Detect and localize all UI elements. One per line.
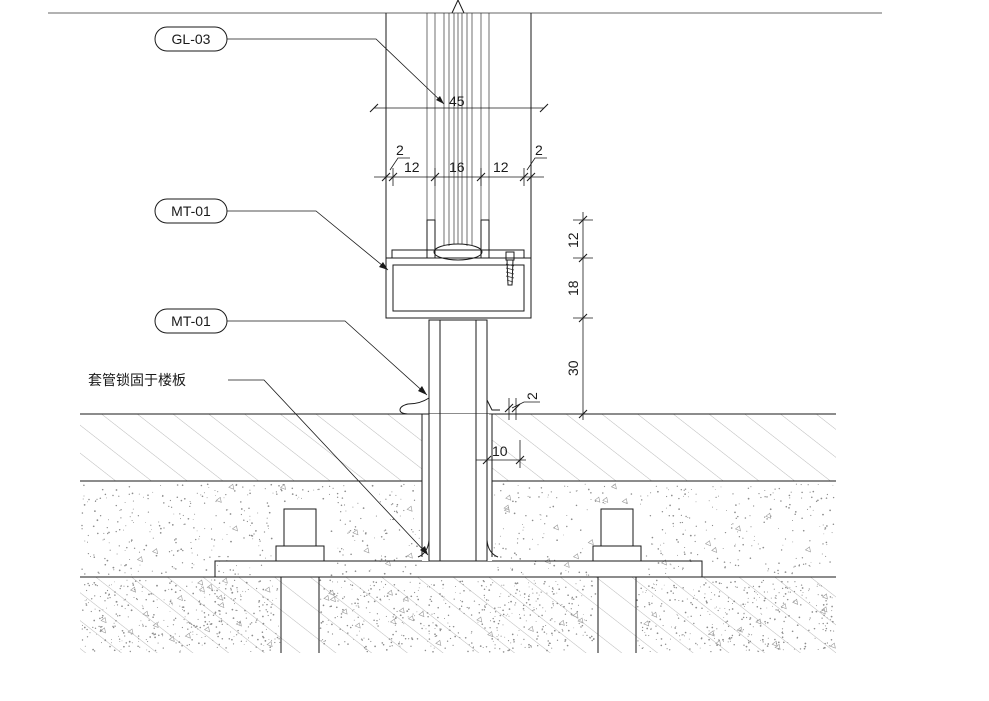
dimension-total-width [369,100,549,120]
dim-tube-height-text: 18 [565,280,581,296]
dimension-chain-width [374,157,547,186]
dim-post-height-text: 30 [565,360,581,376]
dim-edge-left-text: 2 [396,142,404,158]
dimension-vertical-chain [489,212,593,420]
callout-metal-top [154,198,389,271]
dim-frame-right-text: 12 [493,159,509,175]
dim-wall-thickness-text: 2 [524,392,540,400]
dim-glass-text: 16 [449,159,465,175]
anchor-bolt-left [275,508,325,653]
label-metal-post: MT-01 [171,313,211,329]
dimension-wall-thickness [504,398,540,420]
base-plate [214,560,703,578]
screw-icon [505,251,515,286]
callout-glass [154,26,445,105]
dim-edge-right-text: 2 [535,142,543,158]
dimension-embed-offset [476,440,526,468]
callout-metal-post [154,308,428,396]
dim-embed-offset-text: 10 [492,443,508,459]
structural-slab [80,576,836,653]
label-metal-top: MT-01 [171,203,211,219]
square-tube [385,257,532,319]
screed-layer [81,483,835,577]
callout-sleeve-note [228,379,429,556]
anchor-bolt-right [592,508,642,653]
dim-total-width-text: 45 [449,93,465,109]
label-sleeve-note: 套管锁固于楼板 [88,373,186,389]
top-channel [391,219,525,286]
dim-channel-height-text: 12 [565,232,581,248]
glass-panel [385,0,532,258]
label-glass: GL-03 [172,31,211,47]
dim-frame-left-text: 12 [404,159,420,175]
